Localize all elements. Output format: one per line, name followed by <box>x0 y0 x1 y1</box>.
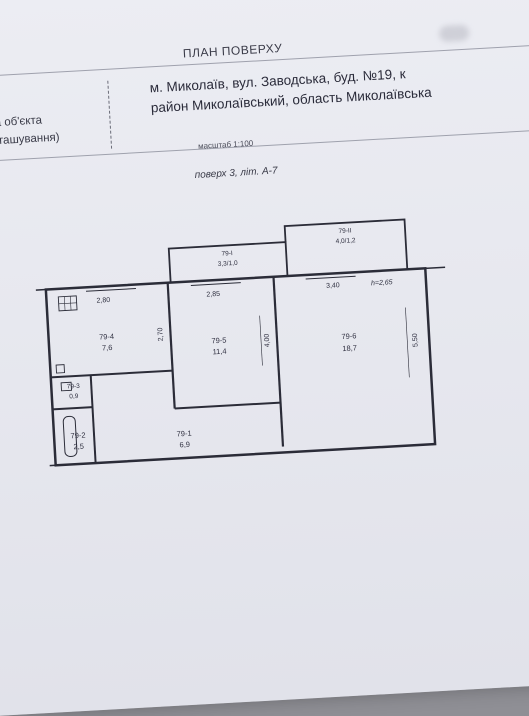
floor-plan: 79-4 7,6 79-5 11,4 79-6 18,7 79-1 6,9 79… <box>35 218 446 467</box>
room-id-79-I: 79-I <box>221 250 233 258</box>
address-label-2: е розташування) <box>0 131 60 149</box>
room-id-79-6: 79-6 <box>341 331 356 341</box>
room-id-79-4: 79-4 <box>99 332 114 342</box>
header-rule <box>0 129 529 162</box>
ceiling-height-label: h=2,65 <box>371 279 393 287</box>
dimension-label: 3,40 <box>326 282 340 290</box>
dimension-label: 5,50 <box>412 333 420 347</box>
room-area-79-3: 0,9 <box>69 393 79 401</box>
room-id-79-3: 79-3 <box>67 383 81 391</box>
dimension-label: 2,70 <box>157 327 165 341</box>
room-area-79-I: 3,3/1,0 <box>218 260 239 268</box>
floor-label: поверх 3, літ. А-7 <box>194 165 278 182</box>
dimension-label: 2,80 <box>96 297 110 305</box>
room-area-79-6: 18,7 <box>342 343 357 353</box>
room-area-79-II: 4,0/1,2 <box>335 237 356 245</box>
room-id-79-II: 79-II <box>338 227 352 235</box>
header-divider <box>107 80 113 149</box>
room-area-79-5: 11,4 <box>212 347 227 357</box>
room-id-79-5: 79-5 <box>211 336 226 346</box>
room-area-79-1: 6,9 <box>179 440 190 450</box>
redacted-mark <box>438 24 470 43</box>
room-id-79-1: 79-1 <box>176 429 191 439</box>
dimension-label: 4,00 <box>264 333 272 347</box>
address-label-1: дреса об'єкта <box>0 114 43 131</box>
room-area-79-2: 2,5 <box>73 442 84 452</box>
scale-label: масштаб 1:100 <box>197 138 254 151</box>
room-area-79-4: 7,6 <box>102 343 113 353</box>
room-id-79-2: 79-2 <box>70 431 85 441</box>
dimension-label: 2,85 <box>206 291 220 299</box>
document-title: ПЛАН ПОВЕРХУ <box>182 40 283 61</box>
